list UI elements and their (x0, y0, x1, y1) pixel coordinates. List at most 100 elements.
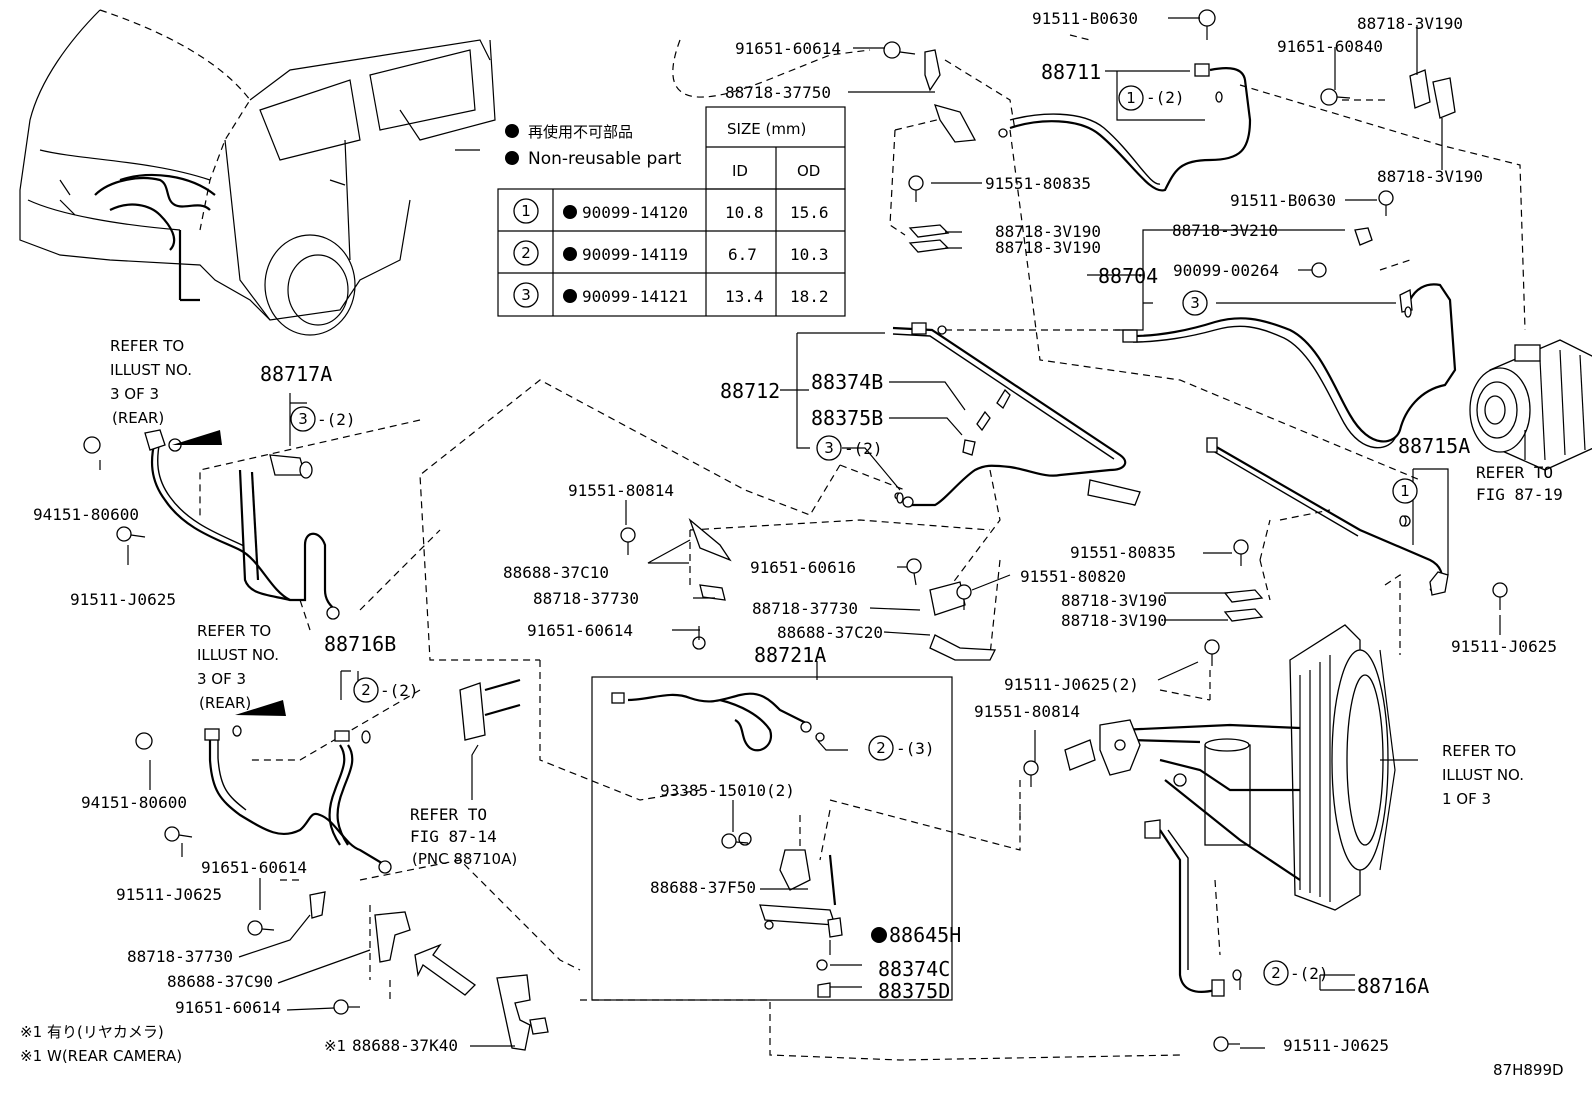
non-reusable-dot-icon (871, 927, 887, 943)
lower-brackets (172, 430, 549, 1051)
pipe-88716B (204, 678, 521, 874)
label-88718-37730: 88718-37730 (127, 947, 233, 966)
label-88688-37F50: 88688-37F50 (650, 878, 756, 897)
label-91551-80835: 91551-80835 (985, 174, 1091, 193)
label-88718-3V190: 88718-3V190 (1357, 14, 1463, 33)
refer-illust-1-b: ILLUST NO. (1442, 766, 1524, 784)
label-88688-37C90: 88688-37C90 (167, 972, 273, 991)
pipe-88704 (1122, 227, 1457, 449)
refer-fig-87-14-num: FIG 87-14 (410, 827, 497, 846)
pipe-88712 (892, 322, 1141, 508)
label-88718-3V190: 88718-3V190 (1061, 611, 1167, 630)
label-91511-J0625-2: 91511-J0625(2) (1004, 675, 1139, 694)
label-88718-3V190: 88718-3V190 (995, 222, 1101, 241)
label-91511-B0630: 91511-B0630 (1032, 9, 1138, 28)
svg-text:1: 1 (1400, 482, 1410, 500)
label-93385-15010: 93385-15010(2) (660, 781, 795, 800)
label-91511-J0625: 91511-J0625 (1283, 1036, 1389, 1055)
label-qty: -(2) (844, 439, 883, 458)
box-88721A (591, 676, 953, 1001)
label-88375D: 88375D (878, 979, 950, 1003)
label-88712: 88712 (720, 379, 780, 403)
label-88645H: 88645H (889, 923, 961, 947)
label-94151-80600: 94151-80600 (81, 793, 187, 812)
legend-row1-od: 15.6 (790, 203, 829, 222)
refer-fig-87-14: REFER TO (410, 805, 487, 824)
legend-row3-id: 13.4 (725, 287, 764, 306)
svg-text:2: 2 (876, 739, 886, 757)
label-88374C: 88374C (878, 957, 950, 981)
label-91511-B0630: 91511-B0630 (1230, 191, 1336, 210)
refer-illust-rear-1-d: (REAR) (112, 409, 164, 427)
label-88715A: 88715A (1398, 434, 1470, 458)
refer-fig-87-19-num: FIG 87-19 (1476, 485, 1563, 504)
legend-row2-part: 90099-14119 (582, 245, 688, 264)
legend-row1-id: 10.8 (725, 203, 764, 222)
refer-illust-rear-1-c: 3 OF 3 (110, 385, 159, 403)
label-91551-80814: 91551-80814 (568, 481, 674, 500)
label-91651-60616: 91651-60616 (750, 558, 856, 577)
refer-illust-rear-2-d: (REAR) (199, 694, 251, 712)
label-88718-3V190: 88718-3V190 (1377, 167, 1483, 186)
refer-illust-rear-1: REFER TO (110, 337, 184, 355)
legend-row1-num: 1 (521, 202, 531, 220)
svg-text:2: 2 (361, 681, 371, 699)
label-qty: -(2) (1146, 88, 1185, 107)
label-88718-3V210: 88718-3V210 (1172, 221, 1278, 240)
dashed-association-lines (199, 34, 1526, 1061)
label-88688-37K40: 88688-37K40 (352, 1036, 458, 1055)
condenser-assembly (1064, 624, 1396, 997)
legend-row1-part: 90099-14120 (582, 203, 688, 222)
label-88718-37750: 88718-37750 (725, 83, 831, 102)
label-88718-3V190: 88718-3V190 (995, 238, 1101, 257)
leader-lines (99, 17, 1526, 1049)
label-88374B: 88374B (811, 370, 883, 394)
label-88718-37730: 88718-37730 (752, 599, 858, 618)
o-rings (232, 91, 1412, 981)
label-91651-60614: 91651-60614 (201, 858, 307, 877)
legend-row2-od: 10.3 (790, 245, 829, 264)
note-mark: ※1 (20, 1047, 42, 1065)
pipe-88715A (1206, 437, 1449, 596)
label-qty: -(2) (380, 681, 419, 700)
diagram-code: 87H899D (1493, 1061, 1564, 1079)
vehicle-illustration (19, 9, 496, 336)
refer-illust-rear-1-b: ILLUST NO. (110, 361, 192, 379)
non-reusable-dot-icon (505, 151, 519, 165)
col-od-header: OD (797, 162, 820, 180)
label-qty: -(3) (896, 739, 935, 758)
note-mark: ※1 (20, 1023, 42, 1041)
part-labels: 91511-B0630 88718-3V190 91651-60614 9165… (20, 9, 1564, 1079)
svg-text:2: 2 (1271, 964, 1281, 982)
label-91511-J0625: 91511-J0625 (1451, 637, 1557, 656)
label-88688-37C10: 88688-37C10 (503, 563, 609, 582)
refer-fig-87-19: REFER TO (1476, 463, 1553, 482)
refer-pnc: (PNC 88710A) (412, 850, 517, 868)
legend-table: 再使用不可部品 Non-reusable part SIZE (mm) ID O… (497, 106, 846, 317)
label-91551-80835: 91551-80835 (1070, 543, 1176, 562)
non-reusable-dot-icon (505, 124, 519, 138)
note-rear-camera-jp: 有り(リヤカメラ) (47, 1023, 164, 1041)
pipe-88717A (144, 429, 340, 620)
legend-row3-part: 90099-14121 (582, 287, 688, 306)
label-88375B: 88375B (811, 406, 883, 430)
legend-en: Non-reusable part (528, 149, 682, 169)
note-mark: ※1 (324, 1037, 346, 1055)
label-91651-60614: 91651-60614 (735, 39, 841, 58)
legend-row2-id: 6.7 (728, 245, 757, 264)
svg-text:3: 3 (298, 410, 308, 428)
label-88718-3V190: 88718-3V190 (1061, 591, 1167, 610)
legend-row2-num: 2 (521, 244, 531, 262)
label-91651-60840: 91651-60840 (1277, 37, 1383, 56)
refer-illust-1-c: 1 OF 3 (1442, 790, 1491, 808)
refer-illust-rear-2: REFER TO (197, 622, 271, 640)
svg-text:3: 3 (824, 439, 834, 457)
label-91651-60614: 91651-60614 (175, 998, 281, 1017)
label-88721A: 88721A (754, 643, 826, 667)
label-qty: -(2) (1290, 964, 1329, 983)
label-88718-37730: 88718-37730 (533, 589, 639, 608)
clamps (688, 69, 1456, 661)
legend-row3-num: 3 (521, 286, 531, 304)
label-88688-37C20: 88688-37C20 (777, 623, 883, 642)
label-91651-60614: 91651-60614 (527, 621, 633, 640)
